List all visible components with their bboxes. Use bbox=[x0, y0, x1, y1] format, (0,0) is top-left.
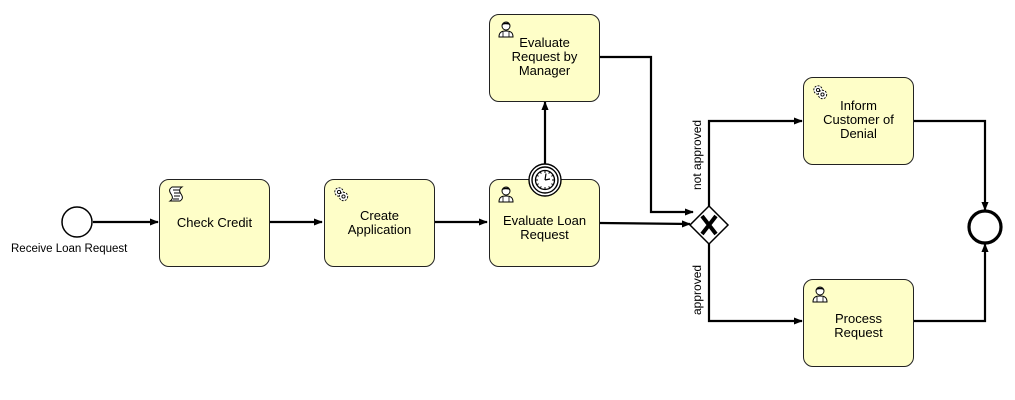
task-process-request[interactable]: Process Request bbox=[803, 279, 914, 367]
task-label: Process Request bbox=[834, 311, 883, 340]
end-event[interactable] bbox=[967, 209, 1003, 245]
task-check-credit[interactable]: Check Credit bbox=[159, 179, 270, 267]
start-event-label: Receive Loan Request bbox=[11, 243, 128, 255]
task-inform-customer-of-denial[interactable]: Inform Customer of Denial bbox=[803, 77, 914, 165]
timer-boundary-event[interactable] bbox=[527, 162, 563, 198]
user-icon bbox=[498, 186, 514, 203]
flow-inform-to-end bbox=[914, 119, 989, 211]
task-label: Check Credit bbox=[176, 215, 253, 230]
flow-approved bbox=[707, 240, 803, 325]
flow-not-approved bbox=[707, 117, 803, 209]
task-label: Evaluate Loan Request bbox=[502, 213, 587, 242]
user-icon bbox=[498, 21, 514, 38]
user-icon bbox=[812, 286, 828, 303]
start-event[interactable] bbox=[61, 206, 93, 238]
flow-label-approved: approved bbox=[690, 264, 704, 315]
gear-icon bbox=[334, 187, 349, 202]
gear-icon bbox=[813, 85, 828, 100]
flow-process-to-end bbox=[914, 243, 989, 323]
flow-evaluate-loan-to-gateway bbox=[599, 220, 691, 228]
task-evaluate-request-by-manager[interactable]: Evaluate Request by Manager bbox=[489, 14, 600, 102]
task-label: Create Application bbox=[347, 208, 412, 237]
task-label: Evaluate Request by Manager bbox=[511, 35, 578, 78]
task-create-application[interactable]: Create Application bbox=[324, 179, 435, 267]
script-icon bbox=[168, 186, 184, 202]
exclusive-gateway[interactable] bbox=[688, 204, 730, 246]
task-evaluate-loan-request[interactable]: Evaluate Loan Request bbox=[489, 179, 600, 267]
flow-label-not-approved: not approved bbox=[690, 119, 704, 190]
flow-evaluate-manager-to-gateway bbox=[600, 55, 694, 216]
task-label: Inform Customer of Denial bbox=[823, 98, 894, 141]
